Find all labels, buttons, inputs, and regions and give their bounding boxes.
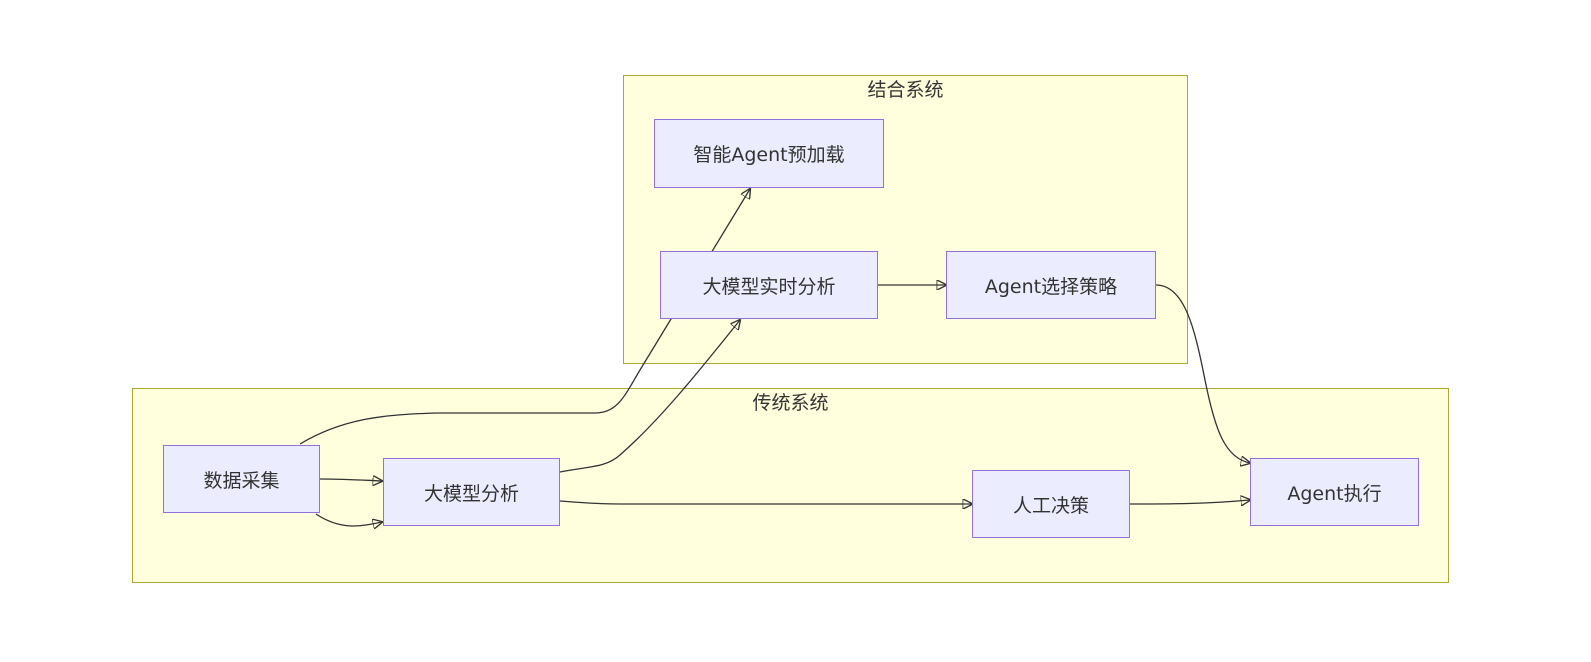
traditional-system-title: 传统系统 <box>752 392 829 414</box>
node-llm-realtime-analysis[interactable]: 大模型实时分析 <box>660 251 878 319</box>
node-llm-analysis[interactable]: 大模型分析 <box>383 458 560 526</box>
node-agent-execution[interactable]: Agent执行 <box>1250 458 1419 526</box>
node-manual-decision[interactable]: 人工决策 <box>972 470 1130 538</box>
node-agent-strategy-selection[interactable]: Agent选择策略 <box>946 251 1156 319</box>
node-agent-preload[interactable]: 智能Agent预加载 <box>654 119 884 188</box>
node-data-collection[interactable]: 数据采集 <box>163 445 320 513</box>
combined-system-title: 结合系统 <box>867 79 944 101</box>
